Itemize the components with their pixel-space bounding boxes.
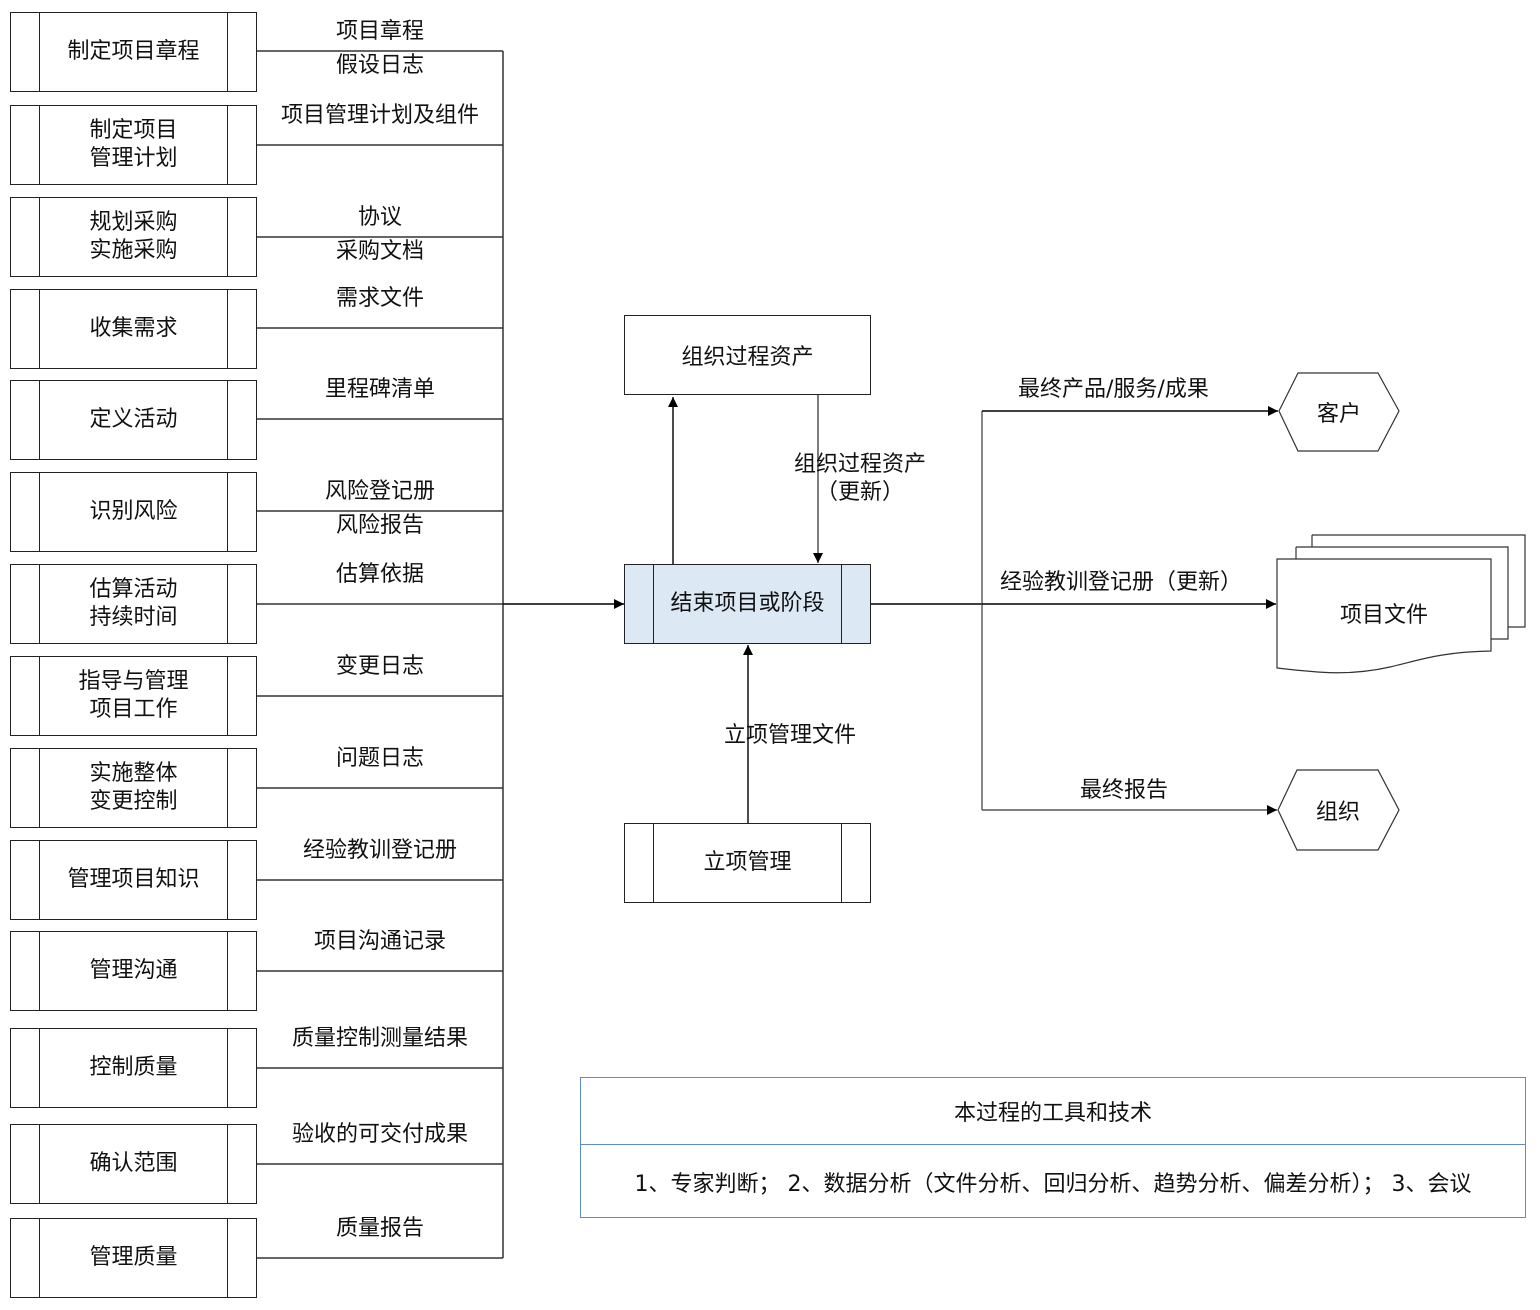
organization-hexagon bbox=[1277, 769, 1400, 851]
input-process-label: 规划采购 实施采购 bbox=[89, 210, 178, 263]
input-process-box: 规划采购 实施采购 bbox=[10, 197, 257, 277]
input-process-label: 收集需求 bbox=[89, 316, 178, 341]
center-process-label: 结束项目或阶段 bbox=[670, 591, 825, 616]
input-process-label: 管理质量 bbox=[89, 1245, 178, 1270]
input-process-label: 估算活动 持续时间 bbox=[89, 577, 178, 630]
input-process-box: 实施整体 变更控制 bbox=[10, 748, 257, 828]
input-process-label: 定义活动 bbox=[89, 407, 178, 432]
input-process-label: 识别风险 bbox=[89, 499, 178, 524]
input-output-label: 需求文件 bbox=[335, 286, 424, 311]
input-output-label: 问题日志 bbox=[335, 746, 424, 771]
input-connectors bbox=[257, 50, 503, 1259]
input-process-box: 收集需求 bbox=[10, 289, 257, 369]
input-process-box: 管理质量 bbox=[10, 1218, 257, 1298]
input-process-label: 制定项目章程 bbox=[67, 39, 200, 64]
input-process-box: 识别风险 bbox=[10, 472, 257, 552]
opa-box: 组织过程资产 bbox=[624, 315, 871, 395]
documents-output-label: 经验教训登记册（更新） bbox=[1000, 570, 1243, 595]
input-output-label: 协议 bbox=[357, 205, 402, 230]
organization-output-label: 最终报告 bbox=[1080, 778, 1169, 803]
input-output-label: 验收的可交付成果 bbox=[291, 1122, 468, 1147]
tools-content: 1、专家判断； 2、数据分析（文件分析、回归分析、趋势分析、偏差分析）； 3、会… bbox=[634, 1171, 1472, 1197]
customer-label: 客户 bbox=[1316, 402, 1361, 427]
initiation-doc-label: 立项管理文件 bbox=[724, 723, 857, 748]
input-output-label: 风险登记册 bbox=[324, 479, 435, 504]
center-process-box: 结束项目或阶段 bbox=[624, 564, 871, 644]
initiation-process-box: 立项管理 bbox=[624, 823, 871, 903]
input-output-label: 项目章程 bbox=[335, 19, 424, 44]
input-output-label: 采购文档 bbox=[335, 239, 424, 264]
input-process-box: 确认范围 bbox=[10, 1124, 257, 1204]
customer-hexagon bbox=[1278, 372, 1400, 452]
input-process-label: 实施整体 变更控制 bbox=[89, 761, 178, 814]
input-output-label: 风险报告 bbox=[335, 513, 424, 538]
tools-title: 本过程的工具和技术 bbox=[581, 1078, 1525, 1145]
input-process-label: 制定项目 管理计划 bbox=[89, 118, 178, 171]
input-process-box: 估算活动 持续时间 bbox=[10, 564, 257, 644]
input-output-label: 质量控制测量结果 bbox=[291, 1026, 468, 1051]
input-output-label: 质量报告 bbox=[335, 1216, 424, 1241]
input-output-label: 变更日志 bbox=[335, 654, 424, 679]
opa-update-label: 组织过程资产 （更新） bbox=[794, 452, 927, 505]
project-documents-label: 项目文件 bbox=[1339, 603, 1428, 628]
input-process-box: 指导与管理 项目工作 bbox=[10, 656, 257, 736]
input-process-box: 制定项目章程 bbox=[10, 12, 257, 92]
input-process-box: 定义活动 bbox=[10, 380, 257, 460]
input-process-label: 指导与管理 项目工作 bbox=[78, 669, 189, 722]
input-process-box: 管理项目知识 bbox=[10, 840, 257, 920]
input-process-box: 控制质量 bbox=[10, 1028, 257, 1108]
input-output-label: 假设日志 bbox=[335, 53, 424, 78]
input-process-label: 控制质量 bbox=[89, 1055, 178, 1080]
input-output-label: 项目管理计划及组件 bbox=[280, 103, 479, 128]
input-process-label: 管理项目知识 bbox=[67, 867, 200, 892]
opa-box-label: 组织过程资产 bbox=[681, 345, 814, 370]
input-output-label: 估算依据 bbox=[335, 562, 424, 587]
input-process-box: 管理沟通 bbox=[10, 931, 257, 1011]
input-output-label: 项目沟通记录 bbox=[313, 929, 446, 954]
input-output-label: 里程碑清单 bbox=[324, 377, 435, 402]
tools-techniques-panel: 本过程的工具和技术 1、专家判断； 2、数据分析（文件分析、回归分析、趋势分析、… bbox=[580, 1077, 1526, 1218]
input-output-label: 经验教训登记册 bbox=[302, 838, 457, 863]
input-process-label: 确认范围 bbox=[89, 1151, 178, 1176]
input-process-box: 制定项目 管理计划 bbox=[10, 105, 257, 185]
input-process-label: 管理沟通 bbox=[89, 958, 178, 983]
initiation-process-label: 立项管理 bbox=[703, 850, 792, 875]
organization-label: 组织 bbox=[1315, 800, 1360, 825]
project-documents-shape bbox=[1276, 534, 1526, 674]
customer-output-label: 最终产品/服务/成果 bbox=[1018, 377, 1209, 402]
